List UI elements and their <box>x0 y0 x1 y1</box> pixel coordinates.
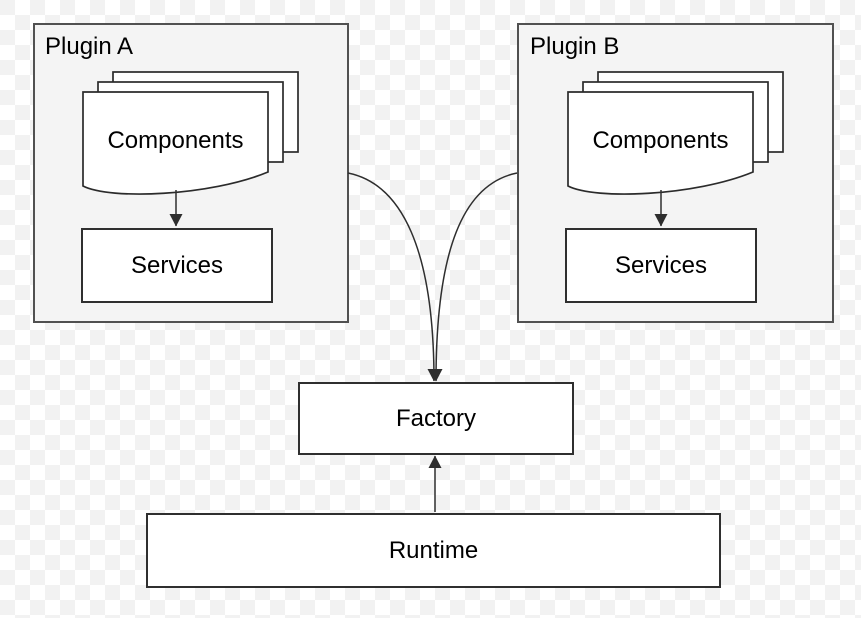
runtime-box: Runtime <box>146 513 721 588</box>
plugin-a-services-box: Services <box>81 228 273 303</box>
plugin-b-services-label: Services <box>614 251 708 279</box>
plugin-b-title: Plugin B <box>530 33 620 60</box>
factory-box: Factory <box>298 382 574 455</box>
plugin-a-title: Plugin A <box>45 33 134 60</box>
arrow-plugin-a-to-factory <box>347 172 441 382</box>
plugin-b-services-box: Services <box>565 228 757 303</box>
arrow-plugin-b-to-factory <box>429 172 518 382</box>
runtime-label: Runtime <box>388 536 479 564</box>
plugin-a-services-label: Services <box>130 251 224 279</box>
factory-label: Factory <box>395 404 476 432</box>
